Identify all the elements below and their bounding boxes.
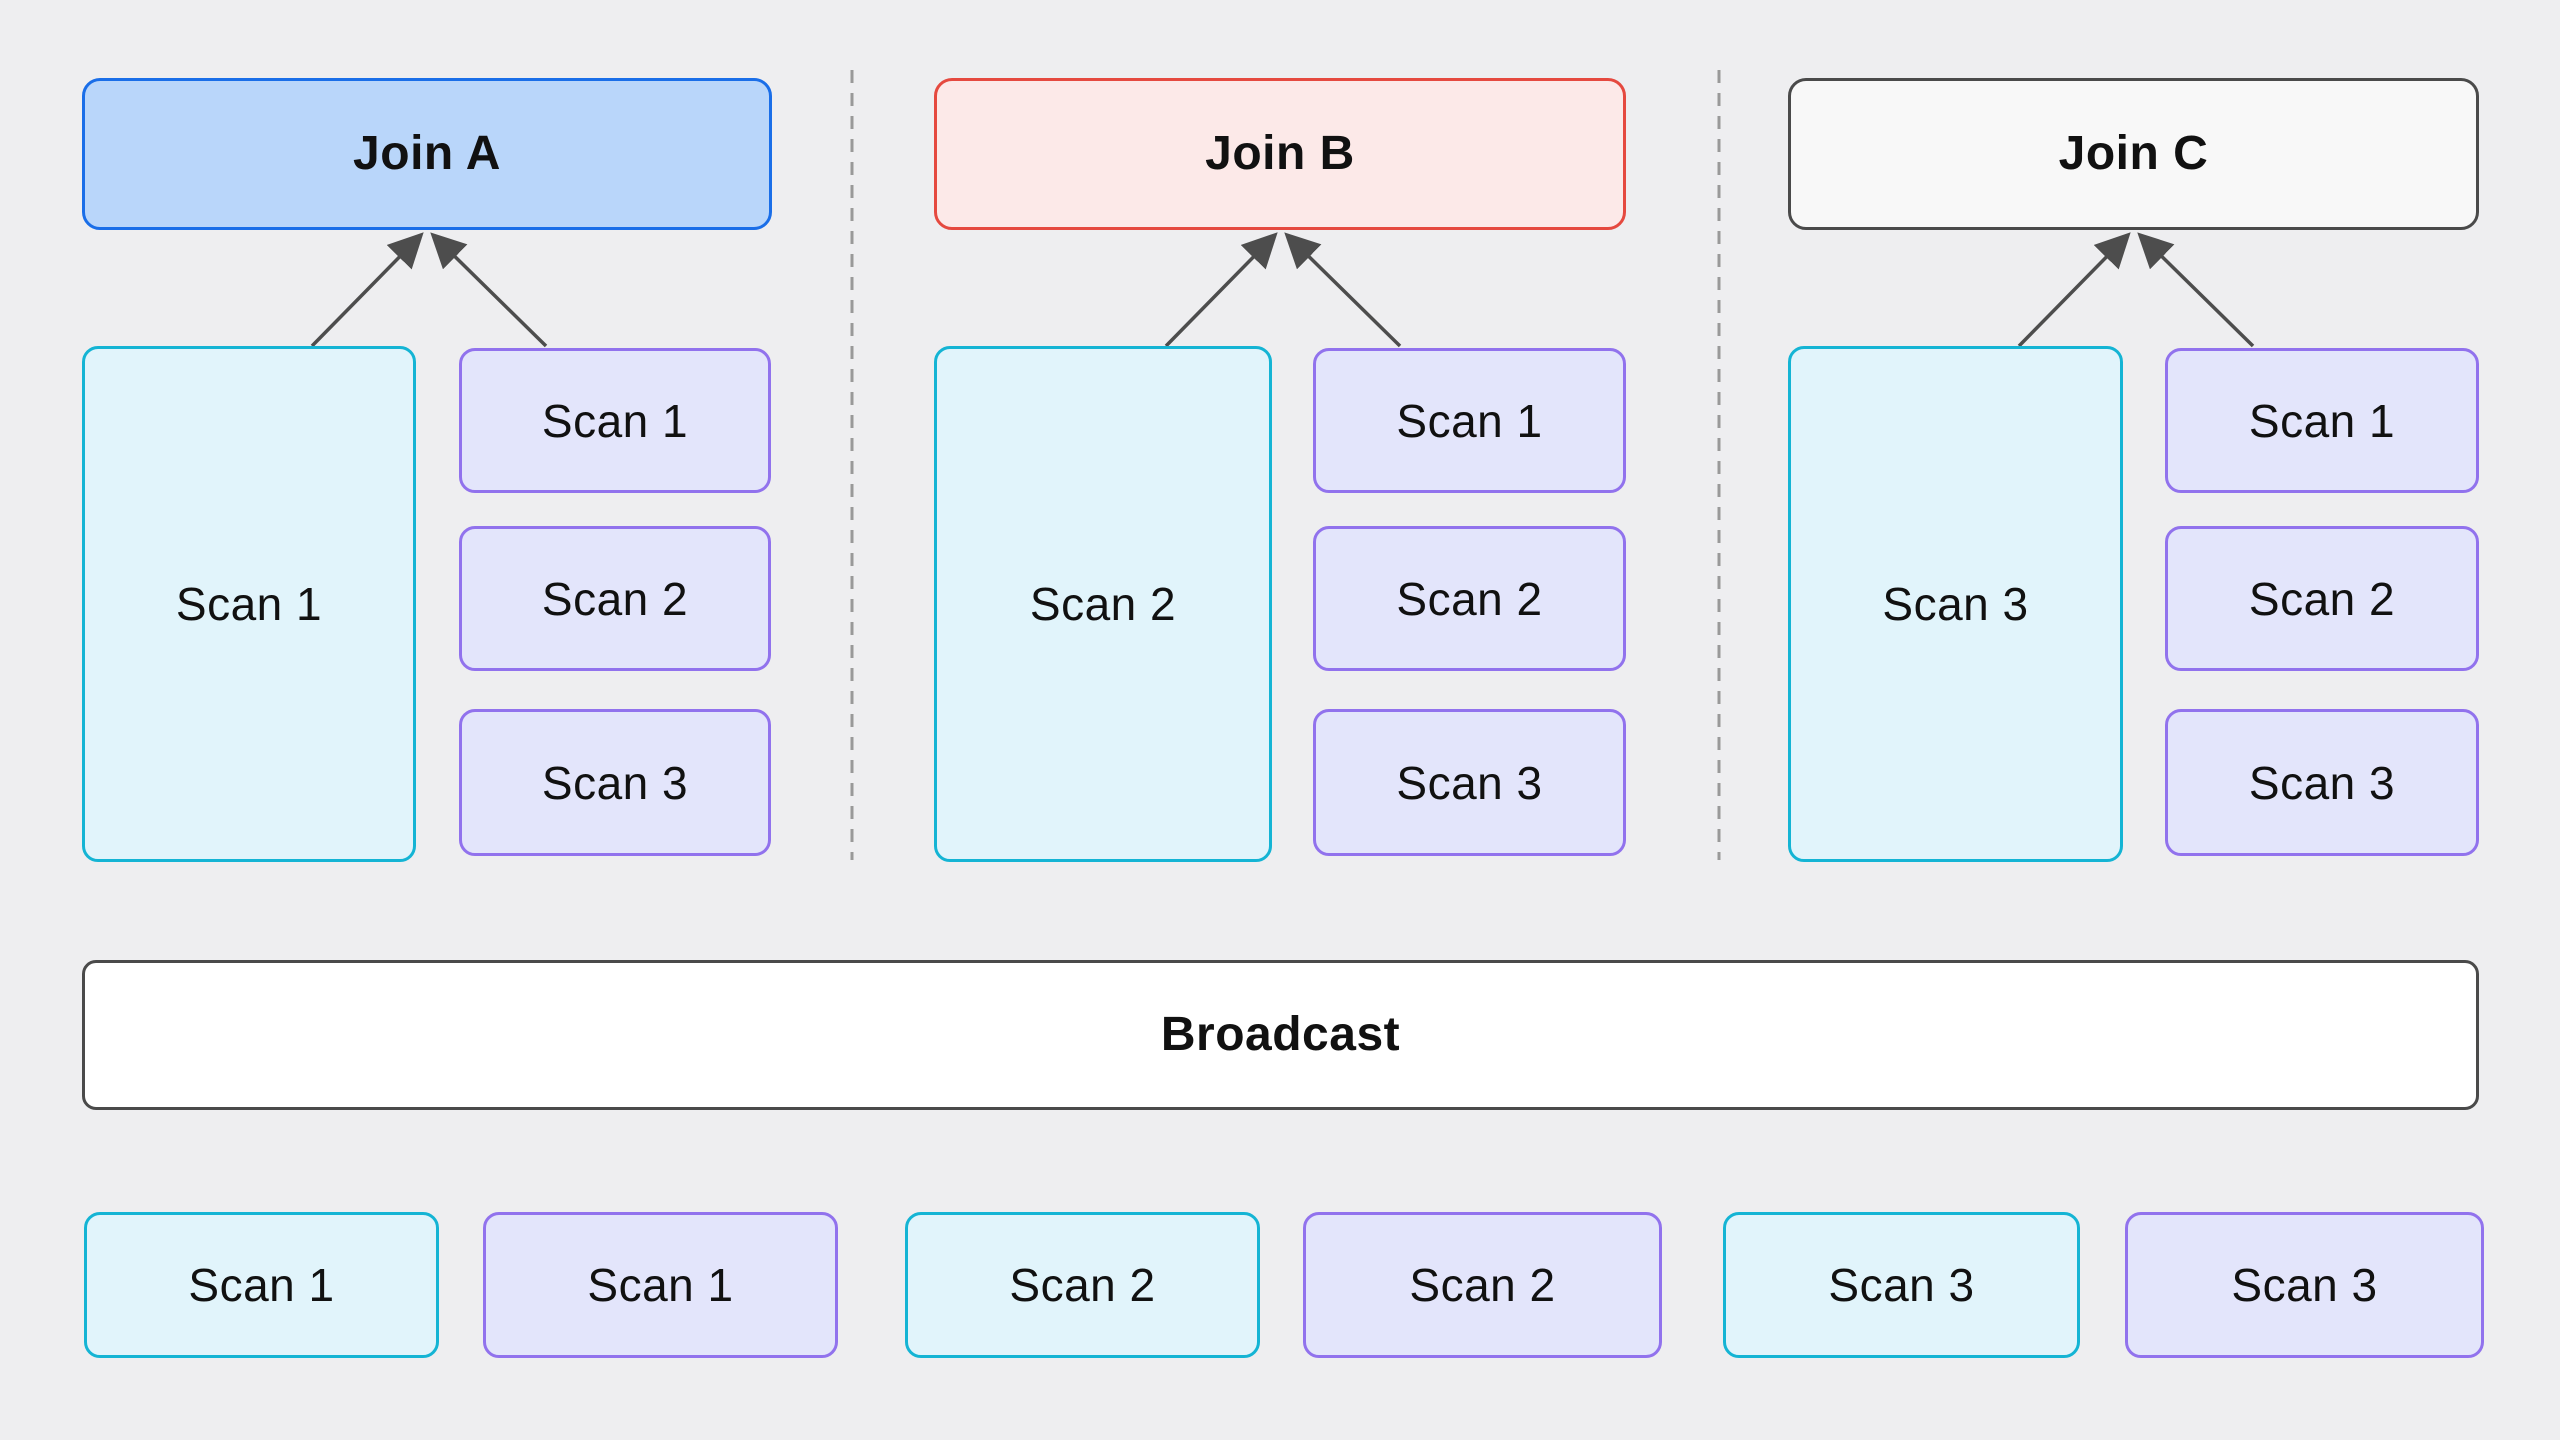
arrow-stacked-scan-to-join-b: [1284, 232, 1402, 348]
bottom-scan-node: Scan 1: [483, 1212, 838, 1358]
bottom-scan-node: Scan 2: [905, 1212, 1260, 1358]
bottom-scan-node: Scan 3: [2125, 1212, 2484, 1358]
column-c-tall-scan-node: Scan 3: [1788, 346, 2123, 862]
column-b-tall-scan-node: Scan 2: [934, 346, 1272, 862]
column-c-stacked-scan-node: Scan 2: [2165, 526, 2479, 671]
arrow-tall-scan-to-join-c: [2017, 232, 2131, 348]
column-c-stacked-scan-node: Scan 1: [2165, 348, 2479, 493]
column-a-stacked-scan-node: Scan 2: [459, 526, 771, 671]
column-a-stacked-scan-node: Scan 1: [459, 348, 771, 493]
column-b-stacked-scan-node: Scan 3: [1313, 709, 1626, 856]
bottom-scan-node: Scan 2: [1303, 1212, 1662, 1358]
arrow-stacked-scan-to-join-c: [2137, 232, 2255, 348]
column-b-stacked-scan-node: Scan 2: [1313, 526, 1626, 671]
column-a-stacked-scan-node: Scan 3: [459, 709, 771, 856]
broadcast-node: Broadcast: [82, 960, 2479, 1110]
join-b-node: Join B: [934, 78, 1626, 230]
column-c-stacked-scan-node: Scan 3: [2165, 709, 2479, 856]
arrow-stacked-scan-to-join-a: [430, 232, 548, 348]
arrow-tall-scan-to-join-a: [310, 232, 424, 348]
bottom-scan-node: Scan 1: [84, 1212, 439, 1358]
column-a-tall-scan-node: Scan 1: [82, 346, 416, 862]
join-a-node: Join A: [82, 78, 772, 230]
join-c-node: Join C: [1788, 78, 2479, 230]
column-b-stacked-scan-node: Scan 1: [1313, 348, 1626, 493]
arrow-tall-scan-to-join-b: [1164, 232, 1278, 348]
bottom-scan-node: Scan 3: [1723, 1212, 2080, 1358]
